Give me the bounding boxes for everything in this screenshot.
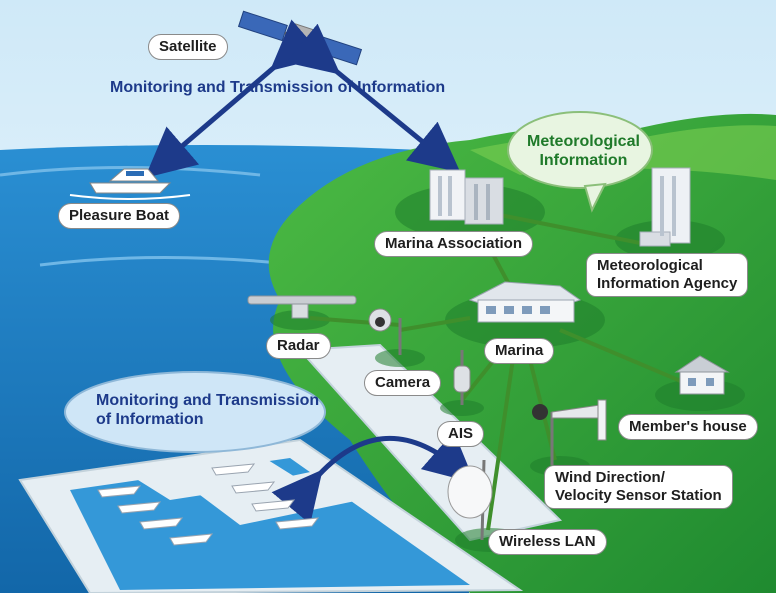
camera-icon bbox=[368, 308, 402, 355]
boat-icon bbox=[69, 168, 191, 200]
label-radar: Radar bbox=[266, 333, 331, 359]
caption-harbor-link: Monitoring and Transmission of Informati… bbox=[96, 391, 319, 429]
arrow-satellite-to-boat bbox=[144, 19, 325, 179]
moored-boat-icon bbox=[139, 517, 184, 530]
label-ais: AIS bbox=[437, 421, 485, 447]
caption-harbor-link-line-2: of Information bbox=[96, 411, 204, 428]
caption-meteorological-line-1: Meteorological bbox=[527, 133, 640, 150]
hub-base-ais bbox=[440, 400, 484, 416]
label-wind-station: Wind Direction/ Velocity Sensor Station bbox=[544, 465, 733, 509]
moored-boat-icon bbox=[117, 501, 162, 514]
label-wireless-lan: Wireless LAN bbox=[488, 529, 607, 555]
hub-base-radar bbox=[270, 310, 330, 330]
sea-wave bbox=[39, 256, 301, 267]
caption-harbor-link-line-1: Monitoring and Transmission bbox=[96, 392, 320, 409]
arrow-satellite-to-marina-association bbox=[285, 23, 461, 173]
label-meteorological-agency-line-1: Meteorological bbox=[597, 257, 703, 274]
label-meteorological-agency: Meteorological Information Agency bbox=[586, 253, 749, 297]
moored-boat-icon bbox=[231, 481, 276, 494]
hub-base-camera bbox=[375, 349, 425, 367]
harbor-info-bubble bbox=[64, 371, 326, 453]
label-pleasure-boat: Pleasure Boat bbox=[58, 203, 181, 229]
moored-boat-icon bbox=[97, 485, 142, 498]
moored-boat-icon bbox=[211, 463, 256, 476]
harbor-jetty bbox=[130, 455, 300, 500]
wireless-antenna-icon bbox=[447, 459, 493, 541]
radar-icon bbox=[247, 295, 357, 319]
link-association-to-agency bbox=[499, 213, 651, 247]
label-members-house: Member's house bbox=[618, 414, 758, 440]
meteorological-info-bubble bbox=[507, 111, 653, 213]
anemometer-icon bbox=[532, 399, 607, 465]
label-marina-association: Marina Association bbox=[374, 231, 533, 257]
harbor-boats bbox=[97, 463, 320, 546]
label-marina: Marina bbox=[484, 338, 555, 364]
label-satellite: Satellite bbox=[148, 34, 228, 60]
label-meteorological-agency-line-2: Information Agency bbox=[597, 275, 738, 292]
moored-boat-icon bbox=[251, 499, 296, 512]
caption-meteorological-bubble: Meteorological Information bbox=[527, 132, 640, 170]
agency-tower-icon bbox=[639, 167, 691, 247]
office-building-icon bbox=[429, 169, 504, 225]
link-marina-to-members-house bbox=[559, 328, 691, 387]
link-marina-to-wireless bbox=[486, 344, 517, 531]
arrow-harbor-to-wireless bbox=[271, 431, 476, 525]
label-wind-station-line-1: Wind Direction/ bbox=[555, 469, 665, 486]
caption-meteorological-line-2: Information bbox=[539, 152, 628, 169]
ais-antenna-icon bbox=[453, 350, 471, 405]
moored-boat-icon bbox=[275, 517, 320, 530]
label-wind-station-line-2: Velocity Sensor Station bbox=[555, 487, 722, 504]
label-camera: Camera bbox=[364, 370, 442, 396]
caption-satellite-link: Monitoring and Transmission of Informati… bbox=[110, 79, 446, 96]
link-marina-to-camera bbox=[399, 316, 471, 332]
house-icon bbox=[674, 355, 730, 395]
moored-boat-icon bbox=[169, 533, 214, 546]
marina-building-icon bbox=[468, 281, 582, 323]
